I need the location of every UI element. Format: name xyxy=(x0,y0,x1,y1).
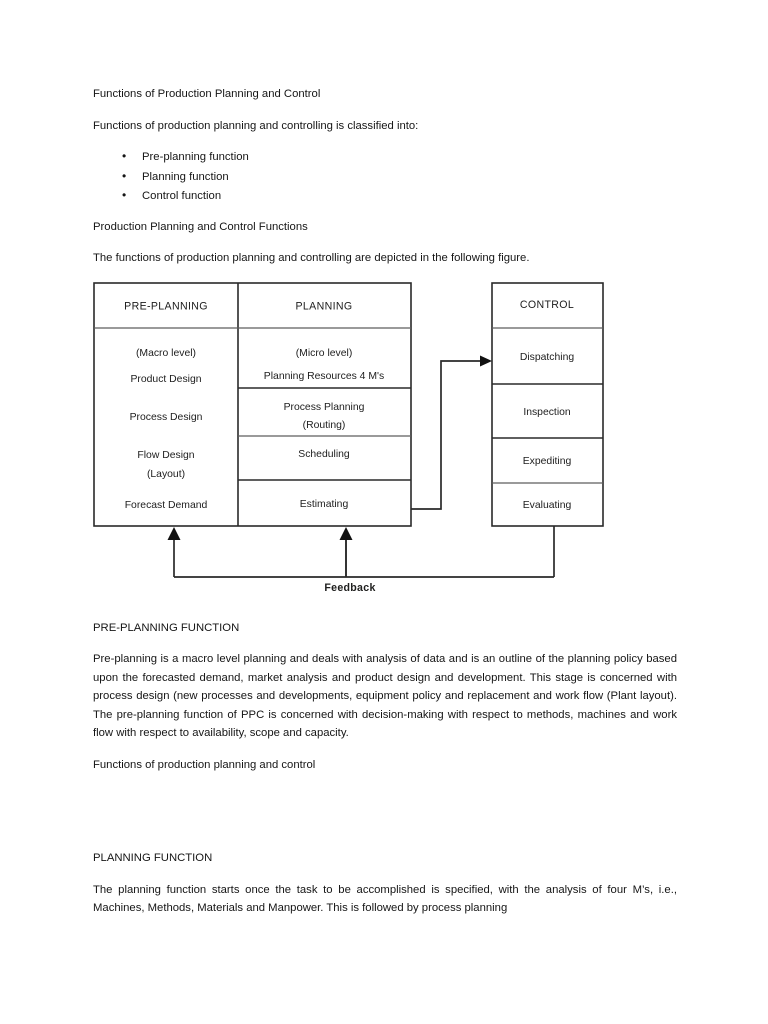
figure-label-feedback: Feedback xyxy=(324,582,375,594)
figure-header-control: CONTROL xyxy=(520,299,574,311)
figure-cell-dispatching: Dispatching xyxy=(520,352,575,363)
figure-cell-estimating: Estimating xyxy=(300,499,349,510)
document-content: Functions of Production Planning and Con… xyxy=(93,85,677,931)
section-spacer xyxy=(93,787,677,849)
list-item: Control function xyxy=(93,186,677,207)
figure-cell-process-planning: Process Planning xyxy=(284,402,365,413)
figure-cell-scheduling: Scheduling xyxy=(298,449,350,460)
figure-cell-forecast-demand: Forecast Demand xyxy=(125,500,208,511)
figure-cell-layout: (Layout) xyxy=(147,469,185,480)
figure-cell-product-design: Product Design xyxy=(130,374,201,385)
list-item: Pre-planning function xyxy=(93,147,677,168)
section-heading-planning: PLANNING FUNCTION xyxy=(93,852,213,864)
functions-caption: Functions of production planning and con… xyxy=(93,758,316,771)
figure-cell-macro-level: (Macro level) xyxy=(136,348,196,359)
figure-intro-paragraph: The functions of production planning and… xyxy=(93,252,530,264)
planning-body: The planning function starts once the ta… xyxy=(93,883,677,915)
intro-paragraph: Functions of production planning and con… xyxy=(93,119,419,132)
figure-cell-routing: (Routing) xyxy=(303,420,346,431)
section-heading-pre-planning: PRE-PLANNING FUNCTION xyxy=(93,621,240,634)
feedback-loop xyxy=(167,525,555,578)
function-list: Pre-planning function Planning function … xyxy=(93,147,677,207)
diagram-box-outlines xyxy=(93,281,604,527)
connector-estimating-to-dispatching xyxy=(411,355,492,510)
figure-header-planning: PLANNING xyxy=(296,300,353,312)
pre-planning-body: Pre-planning is a macro level planning a… xyxy=(93,653,677,739)
figure-header-pre-planning: PRE-PLANNING xyxy=(124,300,208,312)
figure-cell-micro-level: (Micro level) xyxy=(296,348,353,359)
section-heading-ppc-functions: Production Planning and Control Function… xyxy=(93,220,308,233)
figure-cell-process-design: Process Design xyxy=(130,412,203,423)
figure-cell-planning-resources: Planning Resources 4 M's xyxy=(264,371,384,382)
page-title: Functions of Production Planning and Con… xyxy=(93,88,321,100)
ppc-functions-diagram: PRE-PLANNING PLANNING CONTROL (Macro lev… xyxy=(92,281,676,613)
figure-cell-expediting: Expediting xyxy=(523,456,572,467)
list-item: Planning function xyxy=(93,167,677,188)
figure-cell-flow-design: Flow Design xyxy=(137,450,194,461)
figure-cell-evaluating: Evaluating xyxy=(523,500,572,511)
figure-cell-inspection: Inspection xyxy=(523,407,571,418)
